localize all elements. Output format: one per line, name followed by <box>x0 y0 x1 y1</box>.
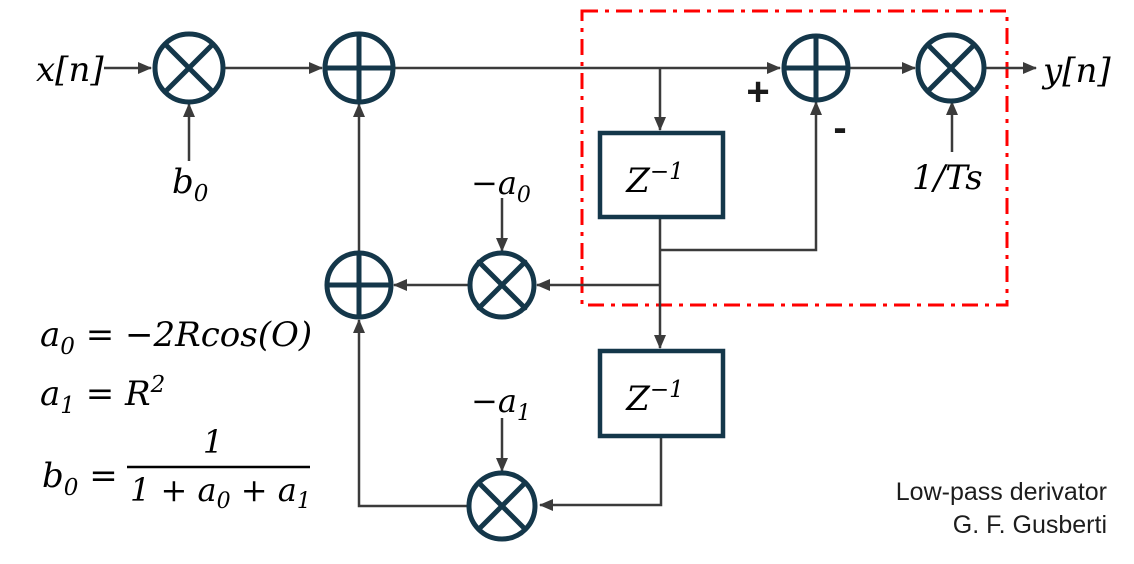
wire-delay2-to-mult4 <box>539 436 663 511</box>
feedback-adder <box>324 250 394 320</box>
input-gain-multiplier <box>152 31 226 105</box>
diagram-title: Low-pass derivator <box>896 478 1107 506</box>
diagram-author: G. F. Gusberti <box>953 511 1107 539</box>
equation-a1: a1 = R2 <box>40 372 165 419</box>
a0-multiplier <box>467 250 537 320</box>
coefficient-equations: a0 = −2Rcos(O) a1 = R2 b0 = 1 1 + a0 + a… <box>40 315 312 514</box>
delay-block-2: Z−1 <box>597 348 726 439</box>
b0-coefficient-label: b0 <box>172 162 208 207</box>
output-gain-multiplier <box>915 32 987 104</box>
wire-minus-branch <box>660 101 822 252</box>
wire-mult4-to-adder3 <box>353 319 469 508</box>
main-adder <box>322 31 396 105</box>
output-signal-label: y[n] <box>1041 51 1111 91</box>
multiply-icon <box>163 42 215 94</box>
difference-adder <box>781 33 851 103</box>
delay-label: Z−1 <box>625 159 684 201</box>
input-signal-label: x[n] <box>36 50 104 90</box>
plus-sign-label: + <box>746 70 769 114</box>
equation-b0-denominator: 1 + a0 + a1 <box>130 471 311 514</box>
neg-a1-coefficient-label: −a1 <box>471 382 531 426</box>
neg-a0-coefficient-label: −a0 <box>471 164 531 208</box>
equation-b0-lhs: b0 = <box>42 456 118 501</box>
multiply-icon <box>476 480 528 532</box>
wires <box>104 62 1037 511</box>
equation-a0: a0 = −2Rcos(O) <box>40 315 312 360</box>
minus-sign-label: - <box>833 106 846 150</box>
delay-block-1: Z−1 <box>597 130 726 220</box>
delay-box <box>597 348 726 439</box>
ts-gain-label: 1/Ts <box>912 158 983 198</box>
multiply-icon <box>925 42 977 94</box>
derivator-highlight-box <box>580 9 1009 307</box>
a1-multiplier <box>466 470 538 542</box>
multiply-icon <box>476 259 528 311</box>
credit-text: Low-pass derivator G. F. Gusberti <box>896 478 1107 539</box>
delay-label: Z−1 <box>625 377 684 419</box>
delay-box <box>597 130 726 220</box>
equation-b0-numerator: 1 <box>203 423 223 461</box>
